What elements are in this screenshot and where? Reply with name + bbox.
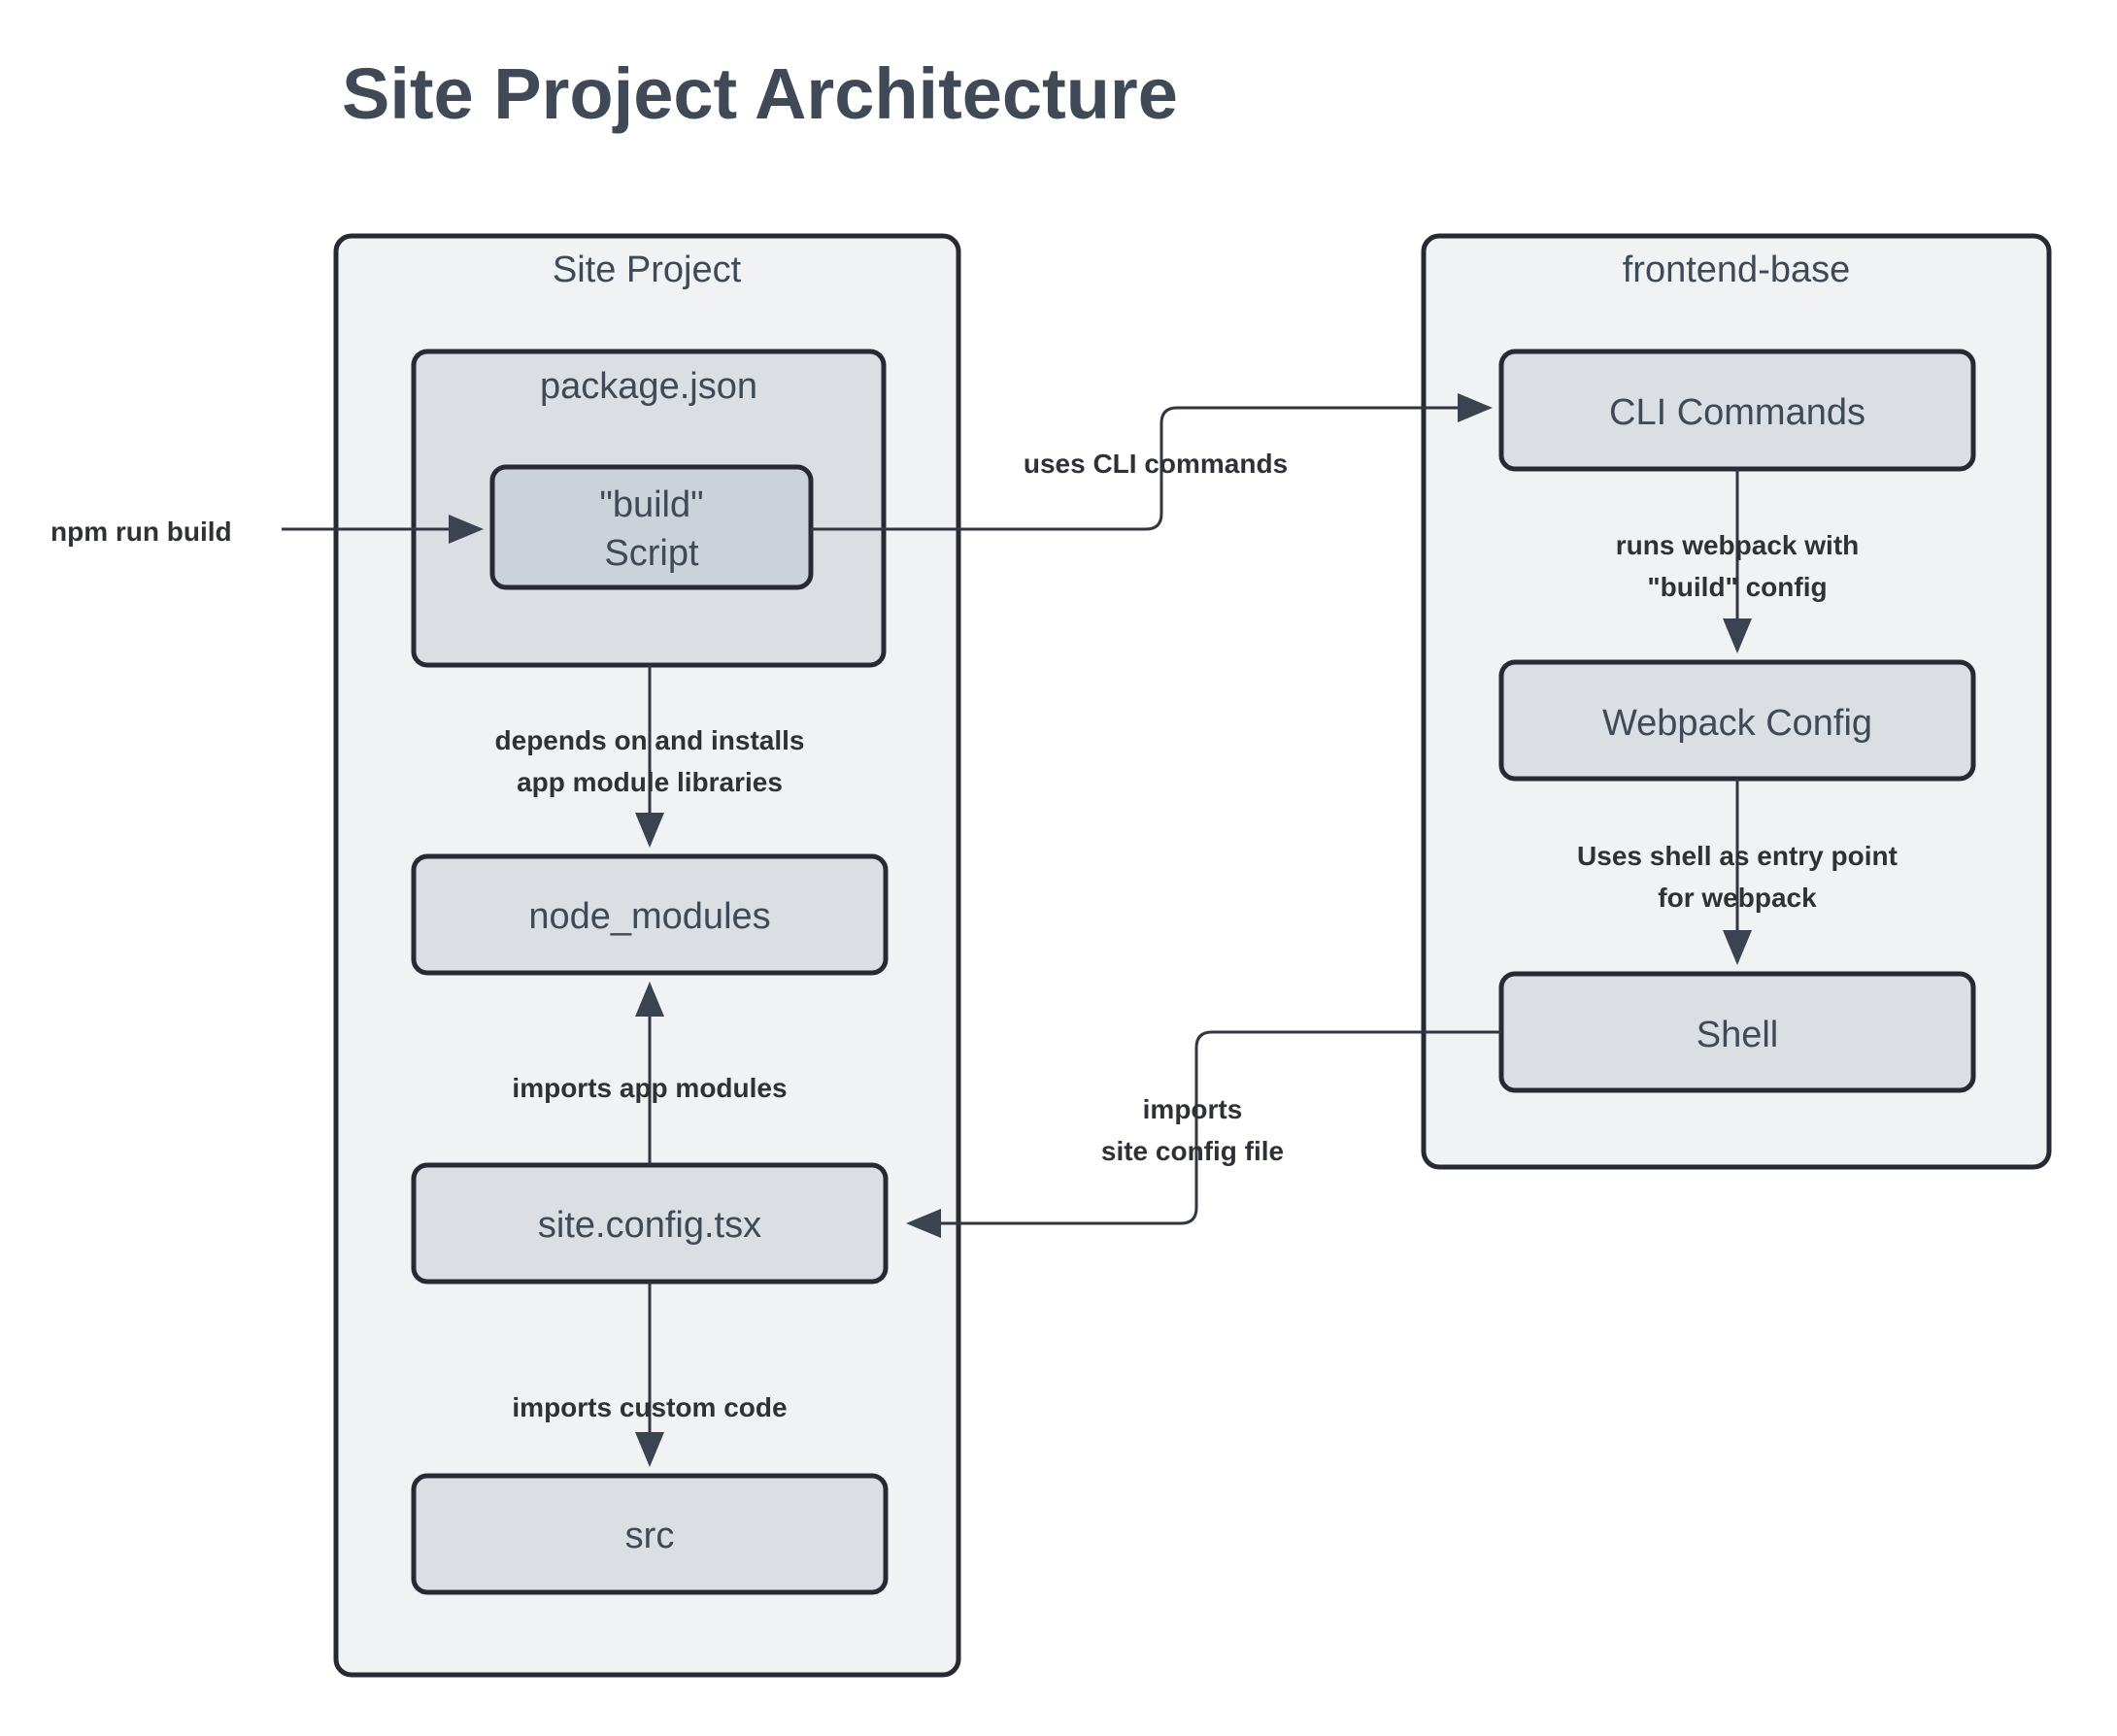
- node-site-config-label: site.config.tsx: [538, 1205, 761, 1246]
- edge-label-uses-shell-line2: for webpack: [1658, 883, 1817, 913]
- edge-uses-cli-commands: [811, 393, 1493, 531]
- node-src-label: src: [625, 1516, 675, 1556]
- edge-label-imports-config-line2: site config file: [1101, 1136, 1284, 1166]
- node-node-modules-label: node_modules: [528, 896, 770, 937]
- node-build-script-label-line1: "build": [599, 484, 703, 525]
- edge-label-uses-cli-commands: uses CLI commands: [1024, 449, 1288, 479]
- cluster-frontend-base-label: frontend-base: [1623, 250, 1851, 290]
- node-build-script-label-line2: Script: [604, 533, 699, 574]
- page-title: Site Project Architecture: [342, 53, 1178, 134]
- edge-label-depends-line1: depends on and installs: [495, 725, 805, 755]
- edge-label-imports-custom-code: imports custom code: [512, 1392, 787, 1422]
- node-node-modules[interactable]: [411, 853, 889, 976]
- edge-label-runs-webpack-line1: runs webpack with: [1616, 530, 1860, 560]
- node-package-json-label: package.json: [540, 366, 757, 407]
- edge-label-depends-line2: app module libraries: [517, 767, 783, 797]
- node-src[interactable]: [411, 1473, 889, 1595]
- edge-imports-site-config: [906, 1030, 1501, 1238]
- cluster-site-project-label: Site Project: [553, 250, 742, 290]
- edge-label-npm-run-build: npm run build: [50, 517, 232, 547]
- edge-label-runs-webpack-line2: "build" config: [1647, 572, 1827, 602]
- node-build-script[interactable]: [489, 464, 814, 590]
- edge-label-imports-app-modules: imports app modules: [512, 1073, 787, 1103]
- edge-label-imports-config-line1: imports: [1143, 1094, 1243, 1124]
- edge-label-uses-shell-line1: Uses shell as entry point: [1577, 841, 1898, 871]
- node-webpack-config-label: Webpack Config: [1602, 703, 1872, 744]
- node-shell-label: Shell: [1697, 1015, 1779, 1055]
- node-cli-commands-label: CLI Commands: [1609, 392, 1865, 433]
